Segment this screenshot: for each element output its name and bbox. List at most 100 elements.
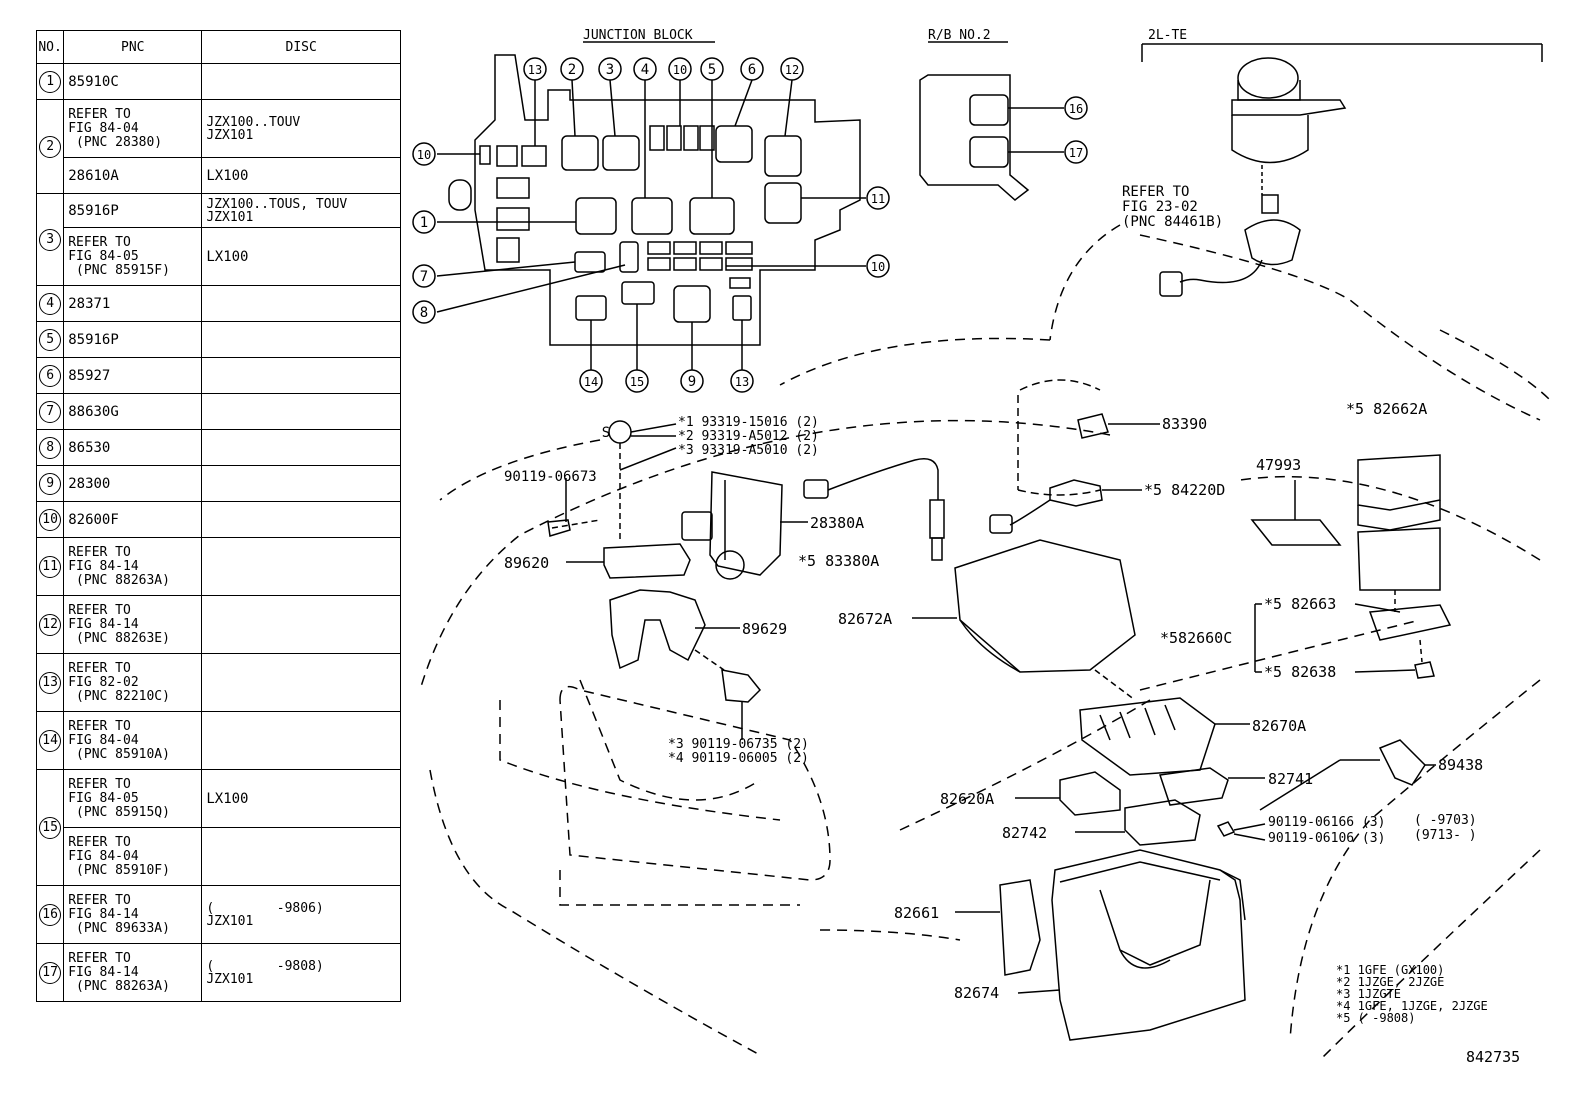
row-disc xyxy=(201,465,401,502)
callout-circle xyxy=(866,254,890,278)
callout-number: 10 xyxy=(673,63,687,77)
row-number-badge: 2 xyxy=(39,135,62,158)
row-number-badge: 8 xyxy=(39,436,62,459)
label-82638: *5 82638 xyxy=(1264,663,1336,681)
callout-circle xyxy=(412,142,436,166)
callout-number: 1 xyxy=(420,215,428,231)
callout-circle xyxy=(780,57,804,81)
heading-rb-no2: R/B NO.2 xyxy=(928,28,991,43)
row-number-badge: 7 xyxy=(39,400,62,423)
refer-fig-23-line: FIG 23-02 xyxy=(1122,199,1198,215)
heading-junction-block: JUNCTION BLOCK xyxy=(583,28,693,43)
bolt-label-2: *2 93319-A5012 (2) xyxy=(678,429,819,444)
callout-number: 12 xyxy=(785,63,799,77)
row-disc xyxy=(201,429,401,466)
row-disc: JZX100..TOUV JZX101 xyxy=(201,99,401,158)
callout-number: 15 xyxy=(630,375,644,389)
row-pnc: 28610A xyxy=(63,157,203,194)
switch-assembly xyxy=(989,379,1160,534)
callout-number: 10 xyxy=(417,148,431,162)
table-row: REFER TO FIG 84-05 (PNC 85915F)LX100 xyxy=(37,227,401,286)
row-pnc: REFER TO FIG 84-14 (PNC 88263A) xyxy=(63,537,203,596)
label-82661: 82661 xyxy=(894,904,939,922)
row-pnc: REFER TO FIG 84-04 (PNC 28380) xyxy=(63,99,203,158)
row-number-badge: 14 xyxy=(39,729,62,752)
legend-line: *1 1GFE (GX100) xyxy=(1336,963,1444,977)
label-84220D: *5 84220D xyxy=(1144,481,1225,499)
row-disc: LX100 xyxy=(201,157,401,194)
row-number: 5 xyxy=(35,321,65,358)
callout-circle xyxy=(412,210,436,234)
label-82662A: *5 82662A xyxy=(1346,400,1427,418)
row-number-badge: 6 xyxy=(39,364,62,387)
relay-cover xyxy=(1254,454,1452,679)
bolt-label-1: *1 93319-15016 (2) xyxy=(678,415,819,430)
callout-number: 8 xyxy=(420,305,428,321)
callout-circle xyxy=(625,369,649,393)
table-header-row: NO. PNC DISC xyxy=(35,30,401,64)
callout-circle xyxy=(700,57,724,81)
callout-number: 10 xyxy=(871,260,885,274)
row-number-badge: 15 xyxy=(39,816,62,839)
callout-number: 11 xyxy=(871,192,885,206)
header-no: NO. xyxy=(35,30,65,64)
row-disc xyxy=(201,537,401,596)
refer-fig-23-line: REFER TO xyxy=(1122,184,1189,200)
refer-fig-23-line: (PNC 84461B) xyxy=(1122,214,1223,230)
legend-line: *3 1JZGTE xyxy=(1336,987,1401,1001)
row-number: 2 xyxy=(35,99,65,194)
label-90119-06106: 90119-06106 (3) xyxy=(1268,831,1385,846)
callout-circle xyxy=(668,57,692,81)
label-82672A: 82672A xyxy=(838,610,892,628)
callout-circle xyxy=(579,369,603,393)
table-row: REFER TO FIG 84-04 (PNC 85910F) xyxy=(37,827,401,886)
junction-block xyxy=(448,54,861,346)
row-number: 1 xyxy=(35,63,65,100)
row-pnc: 85916P xyxy=(63,321,203,358)
callout-number: 9 xyxy=(688,374,696,390)
row-number: 17 xyxy=(35,943,65,1002)
callout-circle xyxy=(1064,140,1088,164)
row-number-badge: 17 xyxy=(39,961,62,984)
callout-circle xyxy=(1064,96,1088,120)
row-number: 16 xyxy=(35,885,65,944)
row-number-badge: 11 xyxy=(39,555,62,578)
callout-number: 7 xyxy=(420,269,428,285)
row-number-badge: 16 xyxy=(39,903,62,926)
s-mark-label: S xyxy=(602,425,610,441)
label-90119-06005: *4 90119-06005 (2) xyxy=(668,751,809,766)
row-pnc: REFER TO FIG 84-05 (PNC 85915Q) xyxy=(63,769,203,828)
row-pnc: REFER TO FIG 84-04 (PNC 85910F) xyxy=(63,827,203,886)
label-82620A: 82620A xyxy=(940,790,994,808)
row-pnc: REFER TO FIG 84-14 (PNC 88263A) xyxy=(63,943,203,1002)
label-82670A: 82670A xyxy=(1252,717,1306,735)
label-82674: 82674 xyxy=(954,984,999,1002)
row-number: 12 xyxy=(35,595,65,654)
heading-engine: 2L-TE xyxy=(1148,28,1187,43)
row-number: 15 xyxy=(35,769,65,886)
callout-number: 16 xyxy=(1069,102,1083,116)
callout-number: 2 xyxy=(568,62,576,78)
row-number-badge: 12 xyxy=(39,613,62,636)
vacuum-switch xyxy=(1159,57,1347,297)
figure-number: 842735 xyxy=(1466,1048,1520,1066)
label-28380A: 28380A xyxy=(810,514,864,532)
relay-box-cover xyxy=(912,539,1136,701)
callout-circle xyxy=(412,300,436,324)
vehicle-outline xyxy=(419,224,1551,1061)
row-disc: ( -9808) JZX101 xyxy=(201,943,401,1002)
callout-number: 14 xyxy=(584,375,598,389)
callout-number: 3 xyxy=(606,62,614,78)
callout-circle xyxy=(598,57,622,81)
row-number-badge: 9 xyxy=(39,472,62,495)
label-90119-06735: *3 90119-06735 (2) xyxy=(668,737,809,752)
